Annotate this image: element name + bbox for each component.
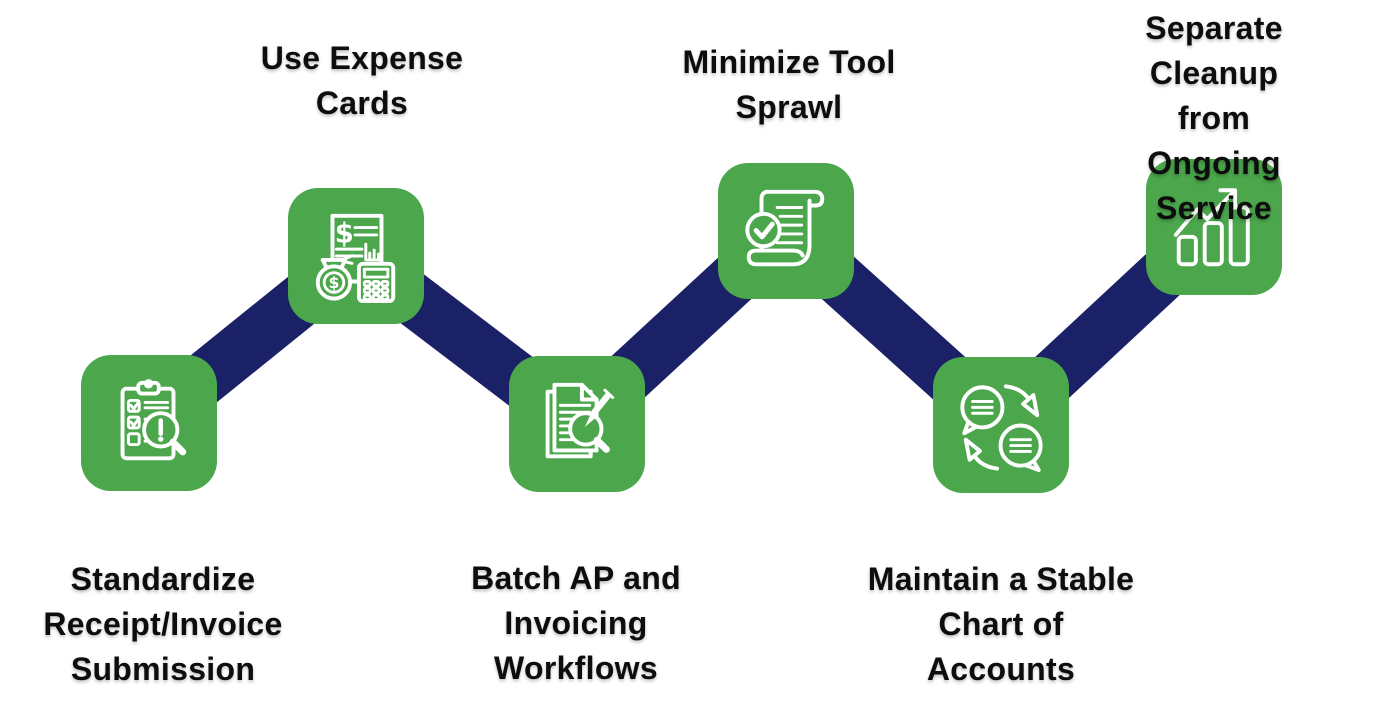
svg-text:$: $ [328, 273, 339, 292]
step-label-stable-chart-of-accounts: Maintain a Stable Chart of Accounts [867, 561, 1135, 687]
step-label-minimize-tool-sprawl: Minimize Tool Sprawl [682, 44, 896, 125]
step-label-standardize-submission: Standardize Receipt/Invoice Submission [43, 561, 283, 687]
documents-magnifier-pencil-icon [545, 382, 615, 459]
step-label-batch-ap-invoicing: Batch AP and Invoicing Workflows [471, 560, 681, 686]
step-box-batch-ap-invoicing [509, 356, 645, 492]
step-box-minimize-tool-sprawl [718, 163, 854, 299]
step-label-separate-cleanup-service: Separate Cleanup from Ongoing Service [1145, 10, 1283, 226]
step-box-separate-cleanup-service [1146, 159, 1282, 295]
step-label-expense-cards: Use Expense Cards [260, 40, 464, 121]
scroll-checkmark-icon [745, 189, 825, 267]
step-box-expense-cards: $ $ [288, 188, 424, 324]
step-box-stable-chart-of-accounts [933, 357, 1069, 493]
clipboard-checklist-magnifier-icon [120, 379, 187, 461]
bar-chart-growth-arrow-icon [1173, 188, 1250, 267]
invoice-moneybag-calculator-icon: $ $ [315, 213, 396, 304]
step-box-standardize-submission [81, 355, 217, 491]
svg-text:$: $ [335, 218, 354, 249]
chat-bubbles-sync-icon [960, 384, 1043, 473]
